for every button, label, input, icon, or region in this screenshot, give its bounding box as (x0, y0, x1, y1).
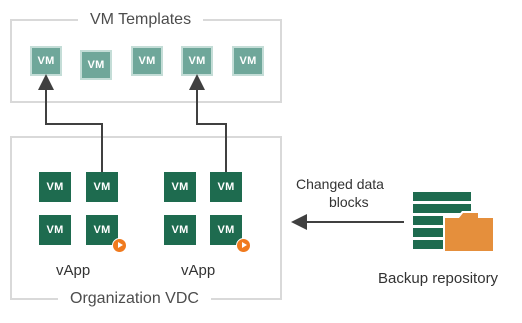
vapp-1-vm-2: VM (86, 172, 118, 202)
vapp-2-vm-2: VM (210, 172, 242, 202)
vapp-2-label: vApp (181, 262, 216, 279)
template-vm-5: VM (232, 46, 264, 76)
vapp-1-label: vApp (56, 262, 91, 279)
repository-server-bar-1 (413, 192, 471, 201)
template-vm-3: VM (131, 46, 163, 76)
repository-server-bar-2 (413, 204, 471, 213)
changed-data-blocks-label-line2: blocks (329, 194, 369, 210)
folder-icon (443, 211, 495, 253)
changed-data-blocks-label-line1: Changed data (296, 176, 384, 192)
backup-repository-label: Backup repository (378, 270, 499, 287)
organization-vdc-title: Organization VDC (58, 290, 211, 308)
template-vm-2: VM (80, 50, 112, 80)
template-arrow-2 (189, 74, 227, 172)
repository-server-bar-4 (413, 228, 471, 237)
vapp-1-vm-1: VM (39, 172, 71, 202)
vapp-1-vm-3: VM (39, 215, 71, 245)
vm-templates-title: VM Templates (78, 11, 204, 29)
repository-server-bar-5 (413, 240, 471, 249)
vapp-2-play-badge-icon (236, 238, 251, 253)
template-arrow-1 (38, 74, 103, 172)
repository-server-bar-3 (413, 216, 471, 225)
vapp-2-vm-1: VM (164, 172, 196, 202)
vapp-2-vm-3: VM (164, 215, 196, 245)
vapp-1-play-badge-icon (112, 238, 127, 253)
